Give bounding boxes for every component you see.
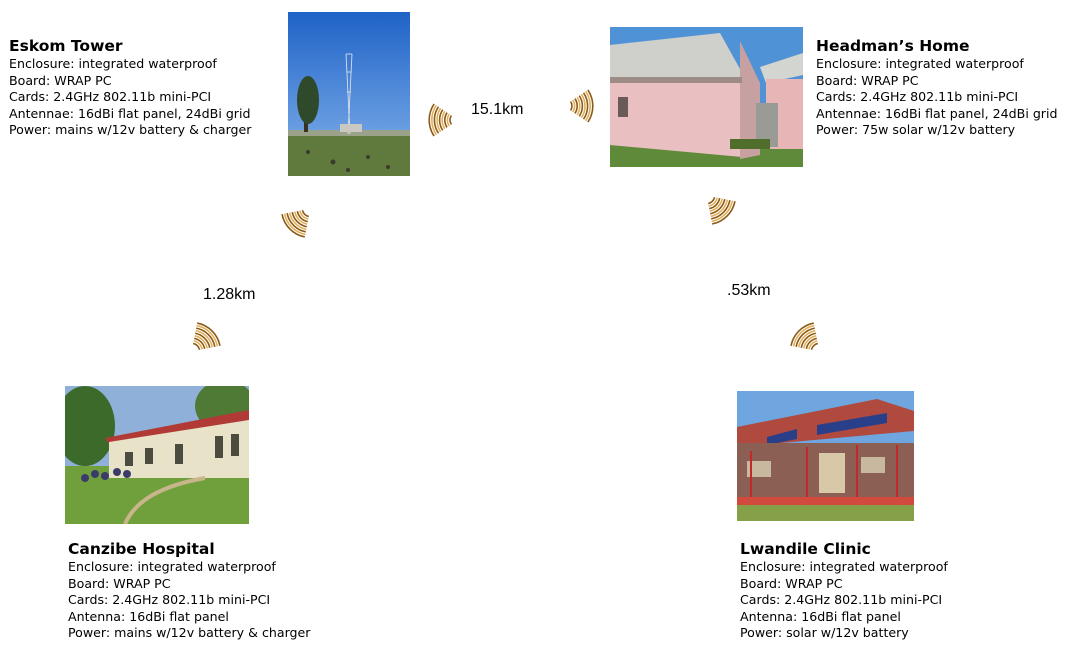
spec-cards: Cards: 2.4GHz 802.11b mini-PCI	[68, 592, 271, 608]
spec-cards: Cards: 2.4GHz 802.11b mini-PCI	[9, 89, 212, 105]
radio-wave-arc	[800, 332, 817, 349]
eskom-tower-photo	[288, 12, 410, 176]
radio-wave-arc	[196, 327, 216, 347]
site-title: Eskom Tower	[9, 37, 123, 55]
spec-antennae: Antennae: 16dBi flat panel, 24dBi grid	[816, 105, 1058, 121]
radio-wave-arc	[582, 92, 589, 120]
radio-wave-arc	[192, 342, 201, 351]
headmans-home-photo	[610, 27, 803, 167]
spec-antenna: Antenna: 16dBi flat panel	[740, 608, 901, 624]
radio-wave-arc	[569, 101, 573, 111]
spec-power: Power: solar w/12v battery	[740, 625, 909, 641]
radio-wave-arc	[286, 213, 306, 233]
distance-label-eskom-canzibe: 1.28km	[203, 286, 256, 303]
spec-enclosure: Enclosure: integrated waterproof	[9, 56, 217, 71]
site-canzibe-hospital: Canzibe Hospital Enclosure: integrated w…	[68, 540, 310, 642]
radio-wave-arc	[301, 209, 310, 218]
radio-wave-arc	[193, 340, 203, 350]
spec-enclosure: Enclosure: integrated waterproof	[740, 559, 948, 574]
spec-antenna: Antenna: 16dBi flat panel	[68, 608, 229, 624]
radio-wave-arc	[585, 90, 591, 122]
radio-wave-arc	[711, 200, 731, 220]
radio-wave-arc	[446, 113, 450, 127]
radio-wave-arc	[444, 112, 448, 128]
spec-enclosure: Enclosure: integrated waterproof	[816, 56, 1024, 71]
spec-cards: Cards: 2.4GHz 802.11b mini-PCI	[740, 592, 943, 608]
site-title: Canzibe Hospital	[68, 540, 215, 558]
radio-wave-arc	[795, 327, 815, 347]
spec-enclosure: Enclosure: integrated waterproof	[68, 559, 276, 574]
radio-wave-arc	[436, 107, 442, 133]
radio-wave-arc	[587, 89, 594, 123]
radio-wave-arc	[441, 110, 446, 130]
radio-wave-arc	[708, 197, 721, 210]
radio-wave-arc	[291, 211, 308, 228]
radio-wave-arc	[195, 329, 214, 348]
radio-wave-arc	[808, 340, 818, 350]
canzibe-hospital-photo	[65, 386, 249, 524]
radio-wave-arc	[576, 96, 581, 116]
site-lwandile-clinic: Lwandile Clinic Enclosure: integrated wa…	[740, 540, 948, 642]
radio-wave-arc	[711, 200, 734, 223]
radio-wave-arc	[294, 211, 308, 225]
radio-wave-arc	[433, 106, 440, 134]
radio-wave-icon	[707, 196, 736, 225]
radio-wave-icon	[281, 209, 310, 238]
distance-label-eskom-headman: 15.1km	[471, 101, 524, 118]
radio-wave-arc	[196, 324, 219, 347]
radio-wave-arc	[708, 197, 718, 207]
radio-wave-icon	[192, 322, 221, 351]
radio-wave-arc	[197, 322, 221, 346]
spec-board: Board: WRAP PC	[740, 575, 843, 591]
spec-cards: Cards: 2.4GHz 802.11b mini-PCI	[816, 89, 1019, 105]
site-headmans-home: Headman’s Home Enclosure: integrated wat…	[816, 37, 1057, 139]
radio-wave-arc	[283, 213, 306, 236]
radio-wave-arc	[709, 198, 723, 212]
spec-power: Power: mains w/12v battery & charger	[9, 122, 252, 138]
radio-wave-icon	[569, 89, 594, 123]
radio-wave-arc	[431, 104, 437, 136]
radio-wave-arc	[194, 332, 211, 349]
site-title: Headman’s Home	[816, 37, 970, 55]
site-title: Lwandile Clinic	[740, 540, 871, 558]
radio-wave-arc	[193, 337, 206, 350]
radio-wave-arc	[805, 337, 818, 350]
radio-wave-arc	[790, 322, 814, 346]
radio-wave-arc	[438, 109, 444, 131]
radio-wave-arc	[803, 335, 817, 349]
radio-wave-icon	[790, 322, 819, 351]
radio-wave-arc	[797, 329, 816, 348]
radio-wave-arc	[428, 103, 435, 137]
radio-wave-arc	[578, 95, 584, 117]
radio-wave-arc	[574, 98, 578, 114]
spec-power: Power: mains w/12v battery & charger	[68, 625, 311, 641]
radio-wave-arc	[288, 212, 307, 231]
spec-board: Board: WRAP PC	[9, 72, 112, 88]
site-eskom-tower: Eskom Tower Enclosure: integrated waterp…	[9, 37, 251, 139]
radio-wave-arc	[792, 324, 815, 347]
radio-wave-arc	[709, 198, 726, 215]
lwandile-clinic-photo	[737, 391, 914, 521]
radio-wave-arc	[194, 335, 208, 349]
radio-wave-arc	[710, 199, 729, 218]
radio-wave-arc	[810, 342, 819, 351]
radio-wave-arc	[296, 210, 309, 223]
radio-wave-arc	[707, 196, 716, 205]
spec-board: Board: WRAP PC	[68, 575, 171, 591]
spec-board: Board: WRAP PC	[816, 72, 919, 88]
spec-power: Power: 75w solar w/12v battery	[816, 122, 1016, 138]
spec-antennae: Antennae: 16dBi flat panel, 24dBi grid	[9, 105, 251, 121]
radio-wave-arc	[712, 201, 736, 225]
distance-label-headman-lwandile: .53km	[727, 282, 771, 299]
radio-wave-arc	[449, 115, 453, 125]
radio-wave-arc	[299, 210, 309, 220]
radio-wave-arc	[572, 99, 576, 113]
radio-wave-arc	[580, 93, 586, 119]
radio-wave-arc	[281, 214, 305, 238]
radio-wave-icon	[428, 103, 453, 137]
